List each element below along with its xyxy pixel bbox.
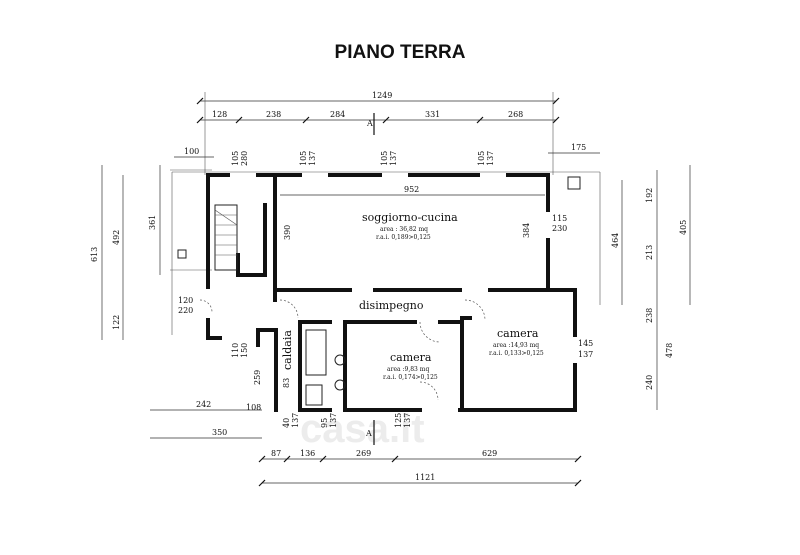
dim-213: 213: [645, 245, 654, 260]
room-camera1-rai: r.a.i. 0,133>0,125: [489, 350, 544, 357]
room-camera1-area: area :14,93 mq: [493, 342, 539, 349]
room-soggiorno-name: soggiorno-cucina: [362, 211, 458, 224]
dim-220: 220: [178, 306, 193, 315]
svg-text:A: A: [365, 429, 372, 438]
dim-bottom-seg-3: 269: [356, 449, 371, 458]
dim-bottom-seg-1: 87: [271, 449, 281, 458]
svg-text:137: 137: [308, 151, 317, 166]
dim-100: 100: [184, 147, 199, 156]
room-camera2-rai: r.a.i. 0,174>0,125: [383, 374, 438, 381]
svg-text:A: A: [366, 119, 373, 128]
page-title: PIANO TERRA: [334, 42, 466, 63]
dim-top-seg-5: 268: [508, 110, 523, 119]
dim-492: 492: [112, 230, 121, 245]
dim-242: 242: [196, 400, 211, 409]
dim-175: 175: [571, 143, 586, 152]
dim-230: 230: [552, 224, 567, 233]
room-camera1-name: camera: [497, 327, 539, 340]
svg-text:105: 105: [299, 151, 308, 166]
dim-top-seg-3: 284: [330, 110, 345, 119]
left-dimension-lines: [101, 165, 212, 340]
dim-361: 361: [148, 215, 157, 230]
window-labels: 105 280 105 137 105 137 105 137: [231, 151, 495, 166]
room-camera2-area: area :9,83 mq: [387, 366, 429, 373]
svg-text:105: 105: [477, 151, 486, 166]
dim-613: 613: [90, 247, 99, 262]
dim-top-seg-2: 238: [266, 110, 281, 119]
dim-384: 384: [522, 223, 531, 238]
dim-137-a: 137: [291, 413, 300, 428]
dim-464: 464: [611, 233, 620, 248]
dim-137-right: 137: [578, 350, 593, 359]
dim-122: 122: [112, 315, 121, 330]
door-swings: [199, 299, 486, 401]
dim-top-total: 1249: [372, 91, 392, 100]
dim-145: 145: [578, 339, 593, 348]
dim-137-c: 137: [403, 413, 412, 428]
watermark: casa.it: [300, 407, 425, 451]
staircase: [214, 204, 238, 271]
chimney: [567, 176, 581, 190]
dim-bottom-total: 1121: [415, 473, 435, 482]
top-dimension-lines: [196, 92, 560, 175]
right-dimension-lines: [621, 165, 691, 410]
dim-top-seg-4: 331: [425, 110, 440, 119]
dim-390: 390: [283, 225, 292, 240]
svg-text:105: 105: [380, 151, 389, 166]
room-disimpegno-name: disimpegno: [359, 299, 424, 312]
dim-95: 95: [320, 418, 329, 428]
column-marker: [177, 249, 187, 259]
section-marker-top: A: [366, 113, 375, 135]
dim-108: 108: [246, 403, 261, 412]
bathroom-fixtures: [305, 329, 346, 406]
room-caldaia-name: caldaia: [281, 330, 294, 370]
dim-120: 120: [178, 296, 193, 305]
dim-238: 238: [645, 308, 654, 323]
svg-text:137: 137: [389, 151, 398, 166]
dim-240: 240: [645, 375, 654, 390]
dim-150: 150: [240, 343, 249, 358]
building-walls: [171, 171, 601, 412]
svg-text:137: 137: [486, 151, 495, 166]
dim-952: 952: [404, 185, 419, 194]
svg-text:105: 105: [231, 151, 240, 166]
room-camera2-name: camera: [390, 351, 432, 364]
room-soggiorno-rai: r.a.i. 0,189>0,125: [376, 234, 431, 241]
section-marker-bottom: A: [365, 420, 375, 445]
dim-478: 478: [665, 343, 674, 358]
dim-bottom-seg-2: 136: [300, 449, 315, 458]
svg-text:280: 280: [240, 151, 249, 166]
dim-40: 40: [282, 418, 291, 428]
dim-83: 83: [282, 378, 291, 388]
dim-137-b: 137: [329, 413, 338, 428]
room-soggiorno-area: area : 36,82 mq: [380, 226, 428, 233]
dim-192: 192: [645, 188, 654, 203]
bottom-dimension-lines: [150, 409, 582, 487]
dim-259: 259: [253, 370, 262, 385]
dim-110: 110: [231, 343, 240, 358]
dim-115: 115: [552, 214, 567, 223]
dim-125: 125: [394, 413, 403, 428]
dim-350: 350: [212, 428, 227, 437]
dim-405: 405: [679, 220, 688, 235]
dim-bottom-seg-4: 629: [482, 449, 497, 458]
dim-top-seg-1: 128: [212, 110, 227, 119]
